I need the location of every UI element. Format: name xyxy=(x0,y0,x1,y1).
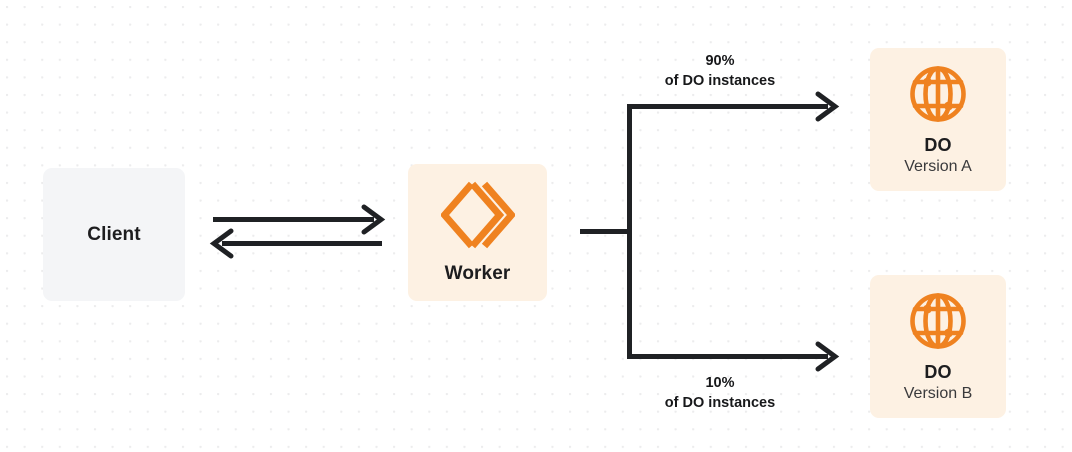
node-worker[interactable]: Worker xyxy=(408,164,547,301)
edge-label-do-a-percent: 90% xyxy=(705,53,735,69)
edge-label-do-a: 90% of DO instances xyxy=(624,52,816,91)
node-worker-label: Worker xyxy=(444,262,511,284)
node-do-version-b-sublabel: Version B xyxy=(903,385,973,403)
node-client-label: Client xyxy=(87,223,141,245)
cloudflare-workers-logo-icon xyxy=(439,181,516,249)
edge-label-do-b-percent: 10% xyxy=(705,375,735,391)
arrow-worker-to-do-a xyxy=(628,91,840,122)
edge-label-do-b: 10% of DO instances xyxy=(624,374,816,413)
node-do-version-b-label: DO xyxy=(924,361,952,382)
node-client[interactable]: Client xyxy=(43,168,185,301)
connector-worker-split-spine xyxy=(580,104,632,359)
node-do-version-a[interactable]: DO Version A xyxy=(870,48,1006,191)
arrow-client-to-worker xyxy=(213,204,386,235)
arrow-worker-to-do-b xyxy=(628,341,840,372)
edge-label-do-a-detail: of DO instances xyxy=(664,72,776,89)
edge-label-do-b-detail: of DO instances xyxy=(664,394,776,411)
node-do-version-b[interactable]: DO Version B xyxy=(870,275,1006,418)
arrow-worker-to-client xyxy=(209,228,382,259)
node-do-version-a-label: DO xyxy=(924,134,952,155)
node-do-version-a-sublabel: Version A xyxy=(904,158,972,176)
durable-object-globe-icon xyxy=(907,63,969,125)
durable-object-globe-icon xyxy=(907,290,969,352)
